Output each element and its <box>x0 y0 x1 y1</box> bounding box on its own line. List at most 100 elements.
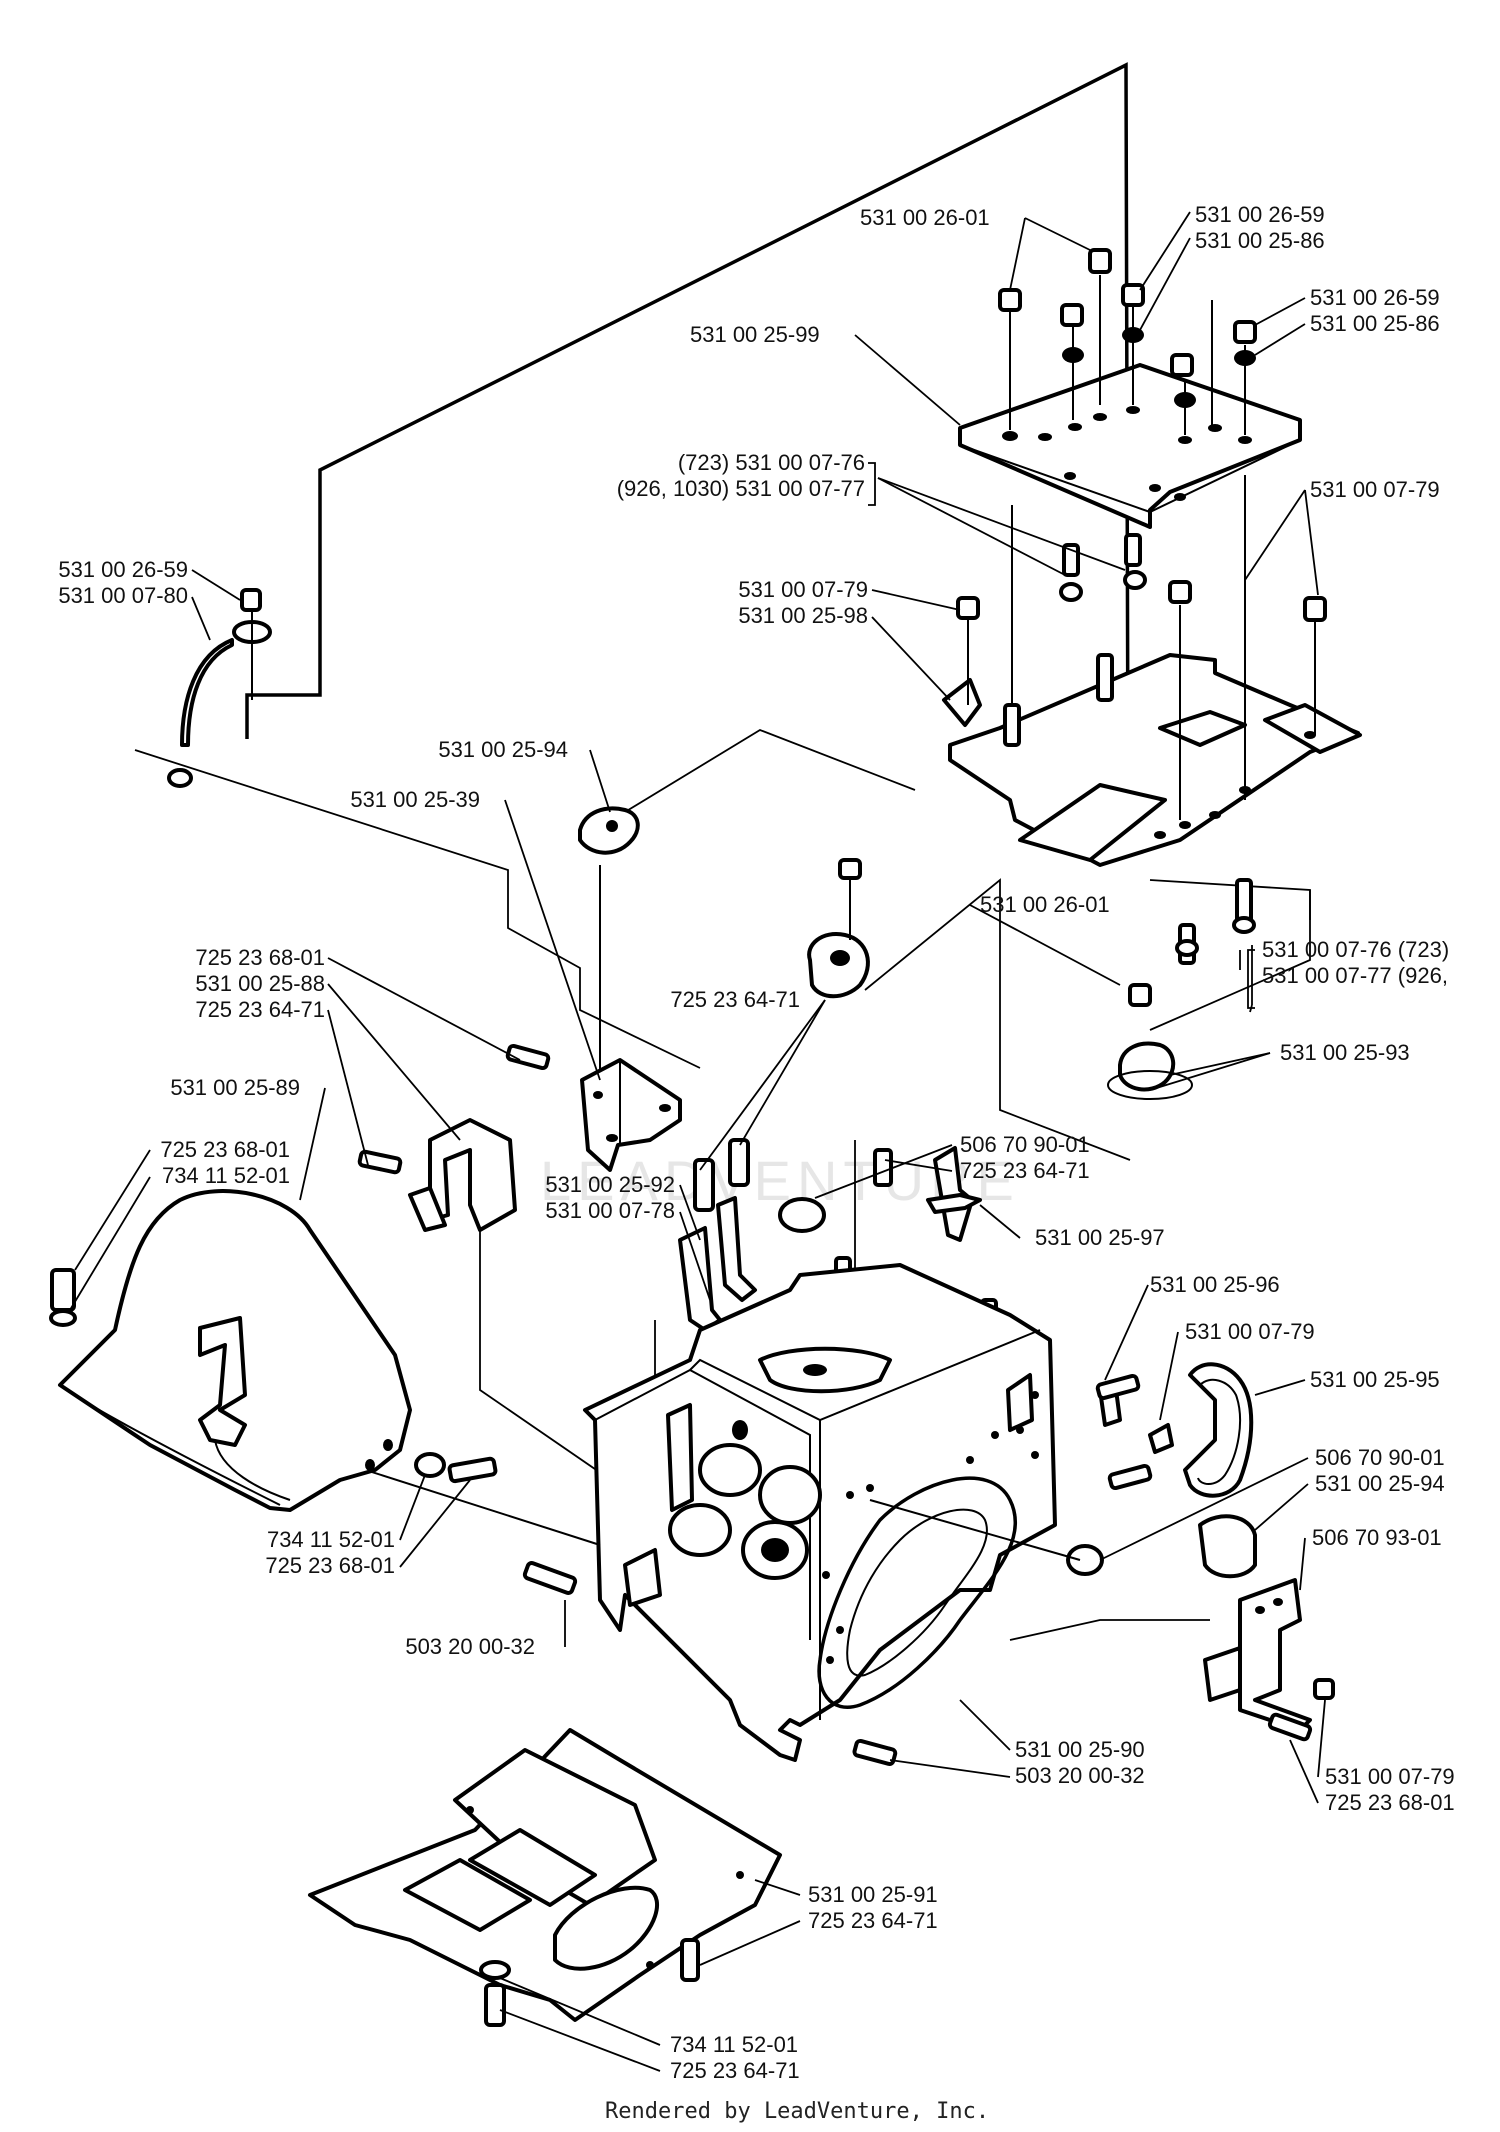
support-bracket <box>942 653 1362 867</box>
part-number-label: 531 00 25-88 <box>195 971 325 996</box>
part-number-label: 531 00 26-01 <box>860 205 990 230</box>
callout-c01: 531 00 26-01 <box>860 205 990 230</box>
part-number-label: 725 23 64-71 <box>195 997 325 1022</box>
callout-c04: 531 00 25-99 <box>690 322 820 347</box>
bracket-25-97 <box>926 1146 982 1242</box>
part-number-label: 531 00 25-97 <box>1035 1225 1165 1250</box>
callout-c25: 506 70 93-01 <box>1312 1525 1442 1550</box>
part-number-label: 531 00 25-94 <box>438 737 568 762</box>
callout-c15: 531 00 25-93 <box>1280 1040 1410 1065</box>
part-number-label: (926, 1030) 531 00 07-77 <box>617 476 865 501</box>
callout-c22: 531 00 07-79 <box>1185 1319 1315 1344</box>
part-number-label: 503 20 00-32 <box>1015 1763 1145 1788</box>
callout-c16: 531 00 25-89 <box>170 1075 300 1100</box>
part-number-label: 531 00 26-59 <box>58 557 188 582</box>
top-mounting-plate <box>958 363 1302 529</box>
support-bracket-hardware <box>956 475 1327 965</box>
callout-c14: 725 23 64-71 <box>670 987 800 1012</box>
part-number-label: 725 23 68-01 <box>195 945 325 970</box>
fuel-line <box>167 588 272 788</box>
part-number-label: 531 00 07-80 <box>58 583 188 608</box>
part-number-label: 531 00 25-98 <box>738 603 868 628</box>
bottom-skid-plate <box>308 1728 782 2027</box>
callout-leader-lines <box>69 211 1326 2072</box>
callout-c11: 531 00 26-01 <box>980 892 1110 917</box>
part-number-label: 531 00 26-01 <box>980 892 1110 917</box>
bracket-506-70-93-01 <box>1203 1578 1335 1742</box>
part-number-label: 734 11 52-01 <box>162 1163 290 1188</box>
plug-and-grommet-right <box>1066 1514 1257 1579</box>
part-number-label: 506 70 90-01 <box>1315 1445 1445 1470</box>
callout-c21: 531 00 25-96 <box>1150 1272 1280 1297</box>
part-number-label: 725 23 64-71 <box>670 2058 800 2083</box>
belt-cover <box>49 1189 498 1512</box>
callout-c12: 531 00 07-76 (723)531 00 07-77 (926, <box>1262 937 1449 988</box>
part-number-label: 531 00 25-99 <box>690 322 820 347</box>
part-number-label: 725 23 64-71 <box>960 1158 1090 1183</box>
top-plate-studs-and-nuts <box>998 248 1257 435</box>
part-number-label: 734 11 52-01 <box>670 2032 798 2057</box>
part-number-label: 531 00 07-79 <box>1325 1764 1455 1789</box>
part-number-label: 531 00 25-86 <box>1310 311 1440 336</box>
part-number-label: 725 23 64-71 <box>670 987 800 1012</box>
part-number-label: 531 00 07-79 <box>1310 477 1440 502</box>
callout-c06: 531 00 07-79 <box>1310 477 1440 502</box>
part-number-label: 531 00 26-59 <box>1310 285 1440 310</box>
mounting-bracket-25-39 <box>505 1043 682 1172</box>
bracket-25-88 <box>357 1118 517 1232</box>
callout-c27: 503 20 00-32 <box>405 1634 535 1659</box>
part-number-label: 531 00 25-96 <box>1150 1272 1280 1297</box>
part-number-label: 725 23 68-01 <box>160 1137 290 1162</box>
part-number-label: 531 00 25-89 <box>170 1075 300 1100</box>
part-number-label: 503 20 00-32 <box>405 1634 535 1659</box>
side-plate-25-95 <box>1095 1362 1254 1498</box>
housing-bolts <box>349 1464 1081 1767</box>
callout-c09: 531 00 25-94 <box>438 737 568 762</box>
footer-credit: Rendered by LeadVenture, Inc. <box>605 2099 989 2124</box>
part-number-label: 531 00 25-93 <box>1280 1040 1410 1065</box>
callout-c10: 531 00 25-39 <box>350 787 480 812</box>
part-number-label: 506 70 93-01 <box>1312 1525 1442 1550</box>
part-number-label: 734 11 52-01 <box>267 1527 395 1552</box>
assembly-outline-lines <box>134 62 1311 1641</box>
part-number-label: 725 23 68-01 <box>265 1553 395 1578</box>
part-number-label: 531 00 07-79 <box>738 577 868 602</box>
part-number-label: 531 00 25-94 <box>1315 1471 1445 1496</box>
callout-brackets <box>868 462 1255 1009</box>
part-number-label: 531 00 07-78 <box>545 1198 675 1223</box>
part-number-label: 506 70 90-01 <box>960 1132 1090 1157</box>
part-number-label: 725 23 64-71 <box>808 1908 938 1933</box>
part-number-label: 531 00 07-76 (723) <box>1262 937 1449 962</box>
part-number-label: 531 00 25-95 <box>1310 1367 1440 1392</box>
bumper-mount-25-93 <box>1107 983 1193 1100</box>
cable-guide-bracket <box>807 858 870 999</box>
callout-c20: 531 00 25-97 <box>1035 1225 1165 1250</box>
clip-bracket-upper <box>578 806 640 1090</box>
part-number-label: 531 00 07-79 <box>1185 1319 1315 1344</box>
callout-c23: 531 00 25-95 <box>1310 1367 1440 1392</box>
part-number-label: 531 00 26-59 <box>1195 202 1325 227</box>
part-number-label: (723) 531 00 07-76 <box>678 450 865 475</box>
part-number-label: 531 00 25-91 <box>808 1882 938 1907</box>
part-number-label: 531 00 25-39 <box>350 787 480 812</box>
part-number-label: 725 23 68-01 <box>1325 1790 1455 1815</box>
part-number-label: 531 00 25-90 <box>1015 1737 1145 1762</box>
bracket-25-92 <box>678 1138 757 1332</box>
main-housing <box>583 1263 1057 1762</box>
